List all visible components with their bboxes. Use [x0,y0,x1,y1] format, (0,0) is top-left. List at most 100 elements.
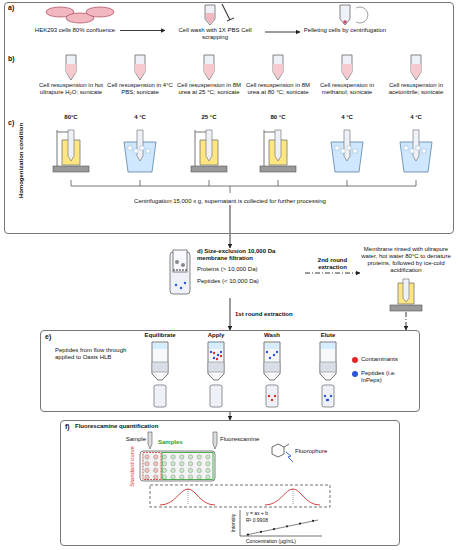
illustration-part [341,149,345,153]
illustration-part [404,146,408,150]
node-text: f) [65,423,70,431]
step-box: Centrifugation 15,000 x g, supernatant i… [120,198,340,205]
illustration-part [154,385,166,407]
illustration-part [154,468,158,472]
illustration-part [220,351,222,353]
illustration-part [343,20,347,24]
illustration-part [197,462,201,466]
condition-column: Cell resuspension in hot ultrapure H₂O; … [38,52,104,178]
legend-text: Peptides (i.e. InPeps) [361,370,416,384]
spe-step: Wash [247,332,297,341]
node-text: Membrane rinsed with ultrapure water, ho… [360,246,452,274]
illustration-part [197,468,201,472]
illustration-part [266,351,268,353]
illustration-part [145,455,149,459]
node-text: Peptides from flow through applied to Oa… [55,347,129,361]
illustration-part [260,166,296,172]
node-text: 4 °C [383,114,449,121]
illustration-part [206,13,214,24]
illustration-part [162,462,166,466]
illustration-part [135,64,145,79]
illustration-part [269,357,271,359]
illustration-part [222,4,234,21]
illustration-part [137,130,143,161]
illustration-part [321,343,335,349]
node-text: Fluorescamine quantification [75,423,235,430]
illustration-part [152,342,168,380]
illustration-part [356,7,368,23]
illustration-part [53,166,89,172]
connector-arrow [305,273,360,274]
illustration-part [204,64,214,79]
annotation-label: Fluorophore [295,448,327,455]
step-box: Cell wash with 1X PBS Cell scrapping [165,27,265,41]
illustration-part [271,399,273,401]
spe-step: Elute [303,332,353,341]
illustration-part [134,149,138,153]
illustration-part [266,385,278,407]
node-text: Cell wash with 1X PBS Cell scrapping [165,27,265,41]
illustration-part [416,146,420,150]
illustration-part [220,355,222,357]
annotation-label: Sample [116,436,146,443]
annotation-label: R² 0.9908 [246,517,268,523]
illustration-part [286,525,288,527]
illustration-part [148,432,152,449]
illustration-part [188,489,189,505]
connector-arrow [230,298,231,330]
illustration-part [422,149,426,153]
illustration-part [152,342,336,407]
illustration-part [272,444,284,457]
illustration-part [327,399,329,401]
annotation-label: Samples [158,439,183,446]
annotation-label: Intensity [230,514,236,533]
illustration-part [140,146,144,150]
illustration-part [180,455,184,459]
illustration-part [171,455,175,459]
illustration-part [213,357,215,359]
illustration-part [265,489,320,505]
illustration-part [293,489,294,505]
node-text: Wash [247,332,297,339]
illustration-part [217,354,219,356]
node-text: 4 °C [314,114,380,121]
node-text: Cell resuspension in 8M urea at 25 °C; s… [176,82,242,96]
legend-item: Peptides (i.e. InPeps) [352,370,416,384]
illustration-part [57,130,58,172]
illustration-part [335,146,339,150]
illustration-part [135,55,145,80]
node-text: Cell resuspension in 4°C PBS; sonicate [107,82,173,96]
illustration-part [173,250,187,272]
illustration-part [413,130,419,161]
spe-step: Apply [191,332,241,341]
illustration-part [152,362,168,372]
illustration-part [154,475,158,479]
illustration-part [320,342,336,380]
step-box: HEK293 cells 80% confluence [30,27,120,34]
illustration-part [206,468,210,472]
node-text: Cell resuspension in acetonitrile; sonic… [383,82,449,96]
illustration-part [273,354,275,356]
legend-text: Contaminants [361,356,398,363]
node-text: Elute [303,332,353,339]
illustration-part [71,180,416,193]
condition-column: Cell resuspension in 4°C PBS; sonicate4 … [107,52,173,178]
illustration-part [145,455,210,480]
illustration-part [162,455,166,459]
illustration-part [154,462,158,466]
node-text: 80°C [38,114,104,121]
node-text: Cell resuspension in 8M urea at 80 °C; s… [245,82,311,96]
illustration-part [180,475,184,479]
illustration-part [208,362,224,372]
illustration-part [162,475,166,479]
node-text: 25 °C [176,114,242,121]
illustration-part [274,395,276,397]
condition-column: Cell resuspension in 8M urea at 25 °C; s… [176,52,242,178]
illustration-part [188,468,192,472]
illustration-part [265,343,279,349]
illustration-part [204,55,214,80]
illustration-part [273,64,283,79]
node-text: 80 °C [245,114,311,121]
